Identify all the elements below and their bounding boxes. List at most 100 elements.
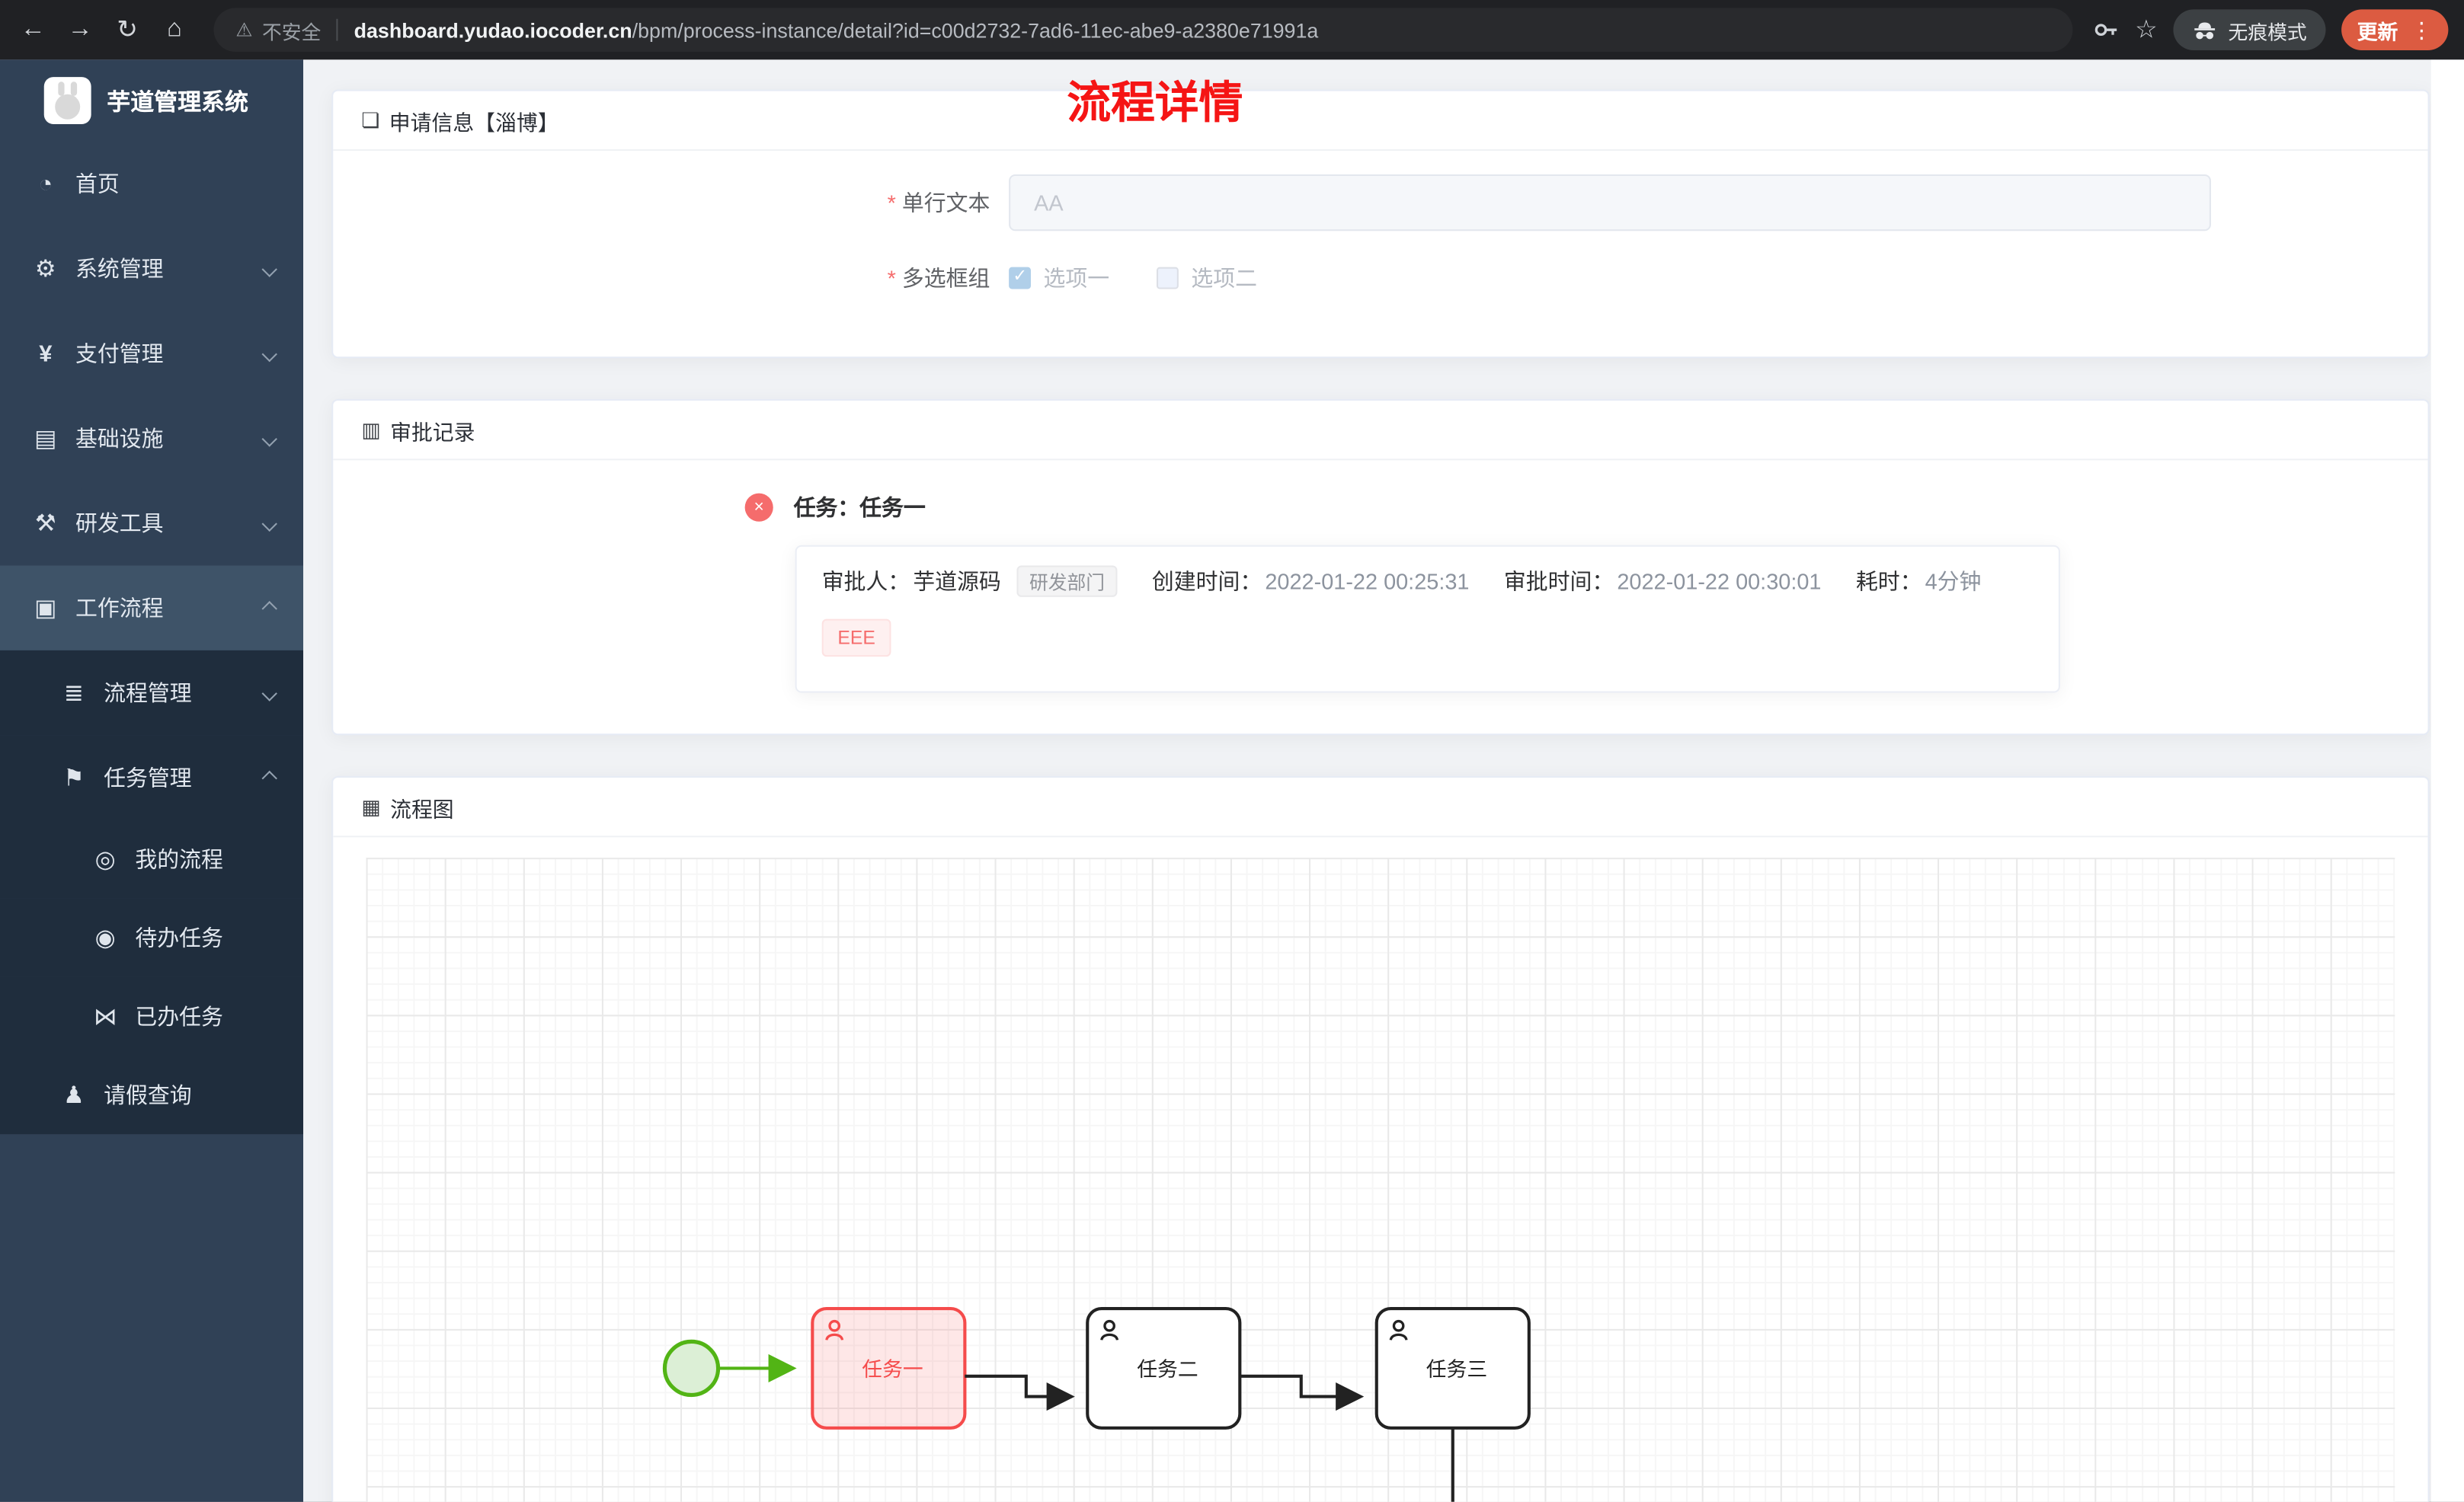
sidebar-item-process-mgmt[interactable]: 流程管理: [0, 650, 304, 736]
bpmn-diagram: 任务一 任务二: [662, 1307, 1531, 1502]
rejected-circle-icon: ×: [744, 493, 773, 522]
apply-info-card: 申请信息【淄博】 单行文本 AA 多选框组 选项一 选项二: [331, 89, 2430, 359]
done-task-icon: [91, 1002, 120, 1031]
approver-label: 审批人：: [821, 568, 910, 594]
sidebar-item-workflow[interactable]: 工作流程: [0, 565, 304, 650]
svg-text:任务二: 任务二: [1137, 1358, 1198, 1381]
diagram-icon: [361, 794, 380, 820]
update-label: 更新: [2357, 19, 2398, 43]
sidebar-item-payment-mgmt[interactable]: 支付管理: [0, 311, 303, 395]
reload-icon[interactable]: ↻: [117, 17, 138, 44]
checkbox-group: 选项一 选项二: [1009, 254, 1291, 302]
chevron-up-icon: [261, 599, 277, 616]
main-content: 流程详情 申请信息【淄博】 单行文本 AA 多选框组 选项: [303, 59, 2464, 1502]
document-icon: [361, 107, 379, 133]
bpmn-canvas[interactable]: 任务一 任务二: [366, 858, 2395, 1502]
my-process-icon: [91, 845, 120, 874]
address-bar[interactable]: ⚠ 不安全 dashboard.yudao.iocoder.cn /bpm/pr…: [213, 8, 2072, 53]
sidebar-item-infrastructure[interactable]: 基础设施: [0, 396, 303, 481]
dashboard-icon: [31, 171, 59, 197]
bpmn-flow-task1-to-task2: [965, 1374, 1075, 1411]
process-diagram-card-header: 流程图: [333, 778, 2428, 838]
yen-icon: [31, 340, 59, 367]
single-line-text-label: 单行文本: [333, 187, 1009, 218]
forward-icon[interactable]: →: [67, 15, 93, 43]
person-icon: [59, 1081, 88, 1109]
sidebar-item-leave-query[interactable]: 请假查询: [0, 1056, 304, 1135]
gear-icon: [31, 254, 59, 283]
checkbox-option-2[interactable]: [1157, 267, 1179, 289]
app-logo: [43, 77, 91, 124]
bpmn-task-2[interactable]: 任务二: [1086, 1307, 1242, 1430]
apply-info-card-header: 申请信息【淄博】: [333, 91, 2428, 151]
approval-records-card-header: 审批记录: [333, 401, 2428, 461]
sidebar-item-task-mgmt[interactable]: 任务管理: [0, 735, 304, 820]
browser-toolbar: ← → ↻ ⌂ ⚠ 不安全 dashboard.yudao.iocoder.cn…: [0, 0, 2464, 60]
back-icon[interactable]: ←: [20, 15, 46, 43]
duration-label: 耗时：: [1855, 568, 1922, 594]
home-icon[interactable]: ⌂: [166, 15, 182, 43]
chevron-down-icon: [261, 345, 277, 362]
app-title: 芋道管理系统: [107, 88, 248, 116]
task-branch-icon: [59, 763, 88, 791]
single-line-text-input[interactable]: AA: [1009, 174, 2211, 232]
chevron-down-icon: [261, 685, 277, 701]
scrollbar[interactable]: [2430, 59, 2464, 1502]
approved-label: 审批时间：: [1503, 568, 1614, 594]
url-host: dashboard.yudao.iocoder.cn: [354, 18, 632, 42]
user-task-icon: [1100, 1319, 1119, 1341]
chevron-down-icon: [261, 430, 277, 446]
bpmn-task-1[interactable]: 任务一: [811, 1307, 967, 1430]
bpmn-flow-task2-to-task3: [1240, 1374, 1365, 1411]
task-title: 任务：任务一: [793, 494, 926, 520]
workflow-icon: [31, 594, 59, 622]
todo-eye-icon: [91, 924, 120, 952]
approval-records-card: 审批记录 × 任务：任务一 审批人： 芋道源码 研发部门 创建时间： 2022-…: [331, 398, 2430, 736]
comment-tag: EEE: [821, 618, 891, 657]
user-task-icon: [1389, 1319, 1408, 1341]
sidebar-item-dev-tools[interactable]: 研发工具: [0, 481, 303, 565]
infrastructure-icon: [31, 424, 59, 452]
created-label: 创建时间：: [1151, 568, 1262, 594]
duration-value: 4分钟: [1925, 568, 1982, 594]
incognito-label: 无痕模式: [2228, 21, 2307, 43]
checkbox-group-label: 多选框组: [333, 262, 1009, 293]
sidebar-item-done-tasks[interactable]: 已办任务: [0, 976, 304, 1056]
sidebar-item-home[interactable]: 首页: [0, 142, 303, 226]
url-path: /bpm/process-instance/detail?id=c00d2732…: [632, 18, 1319, 42]
key-icon[interactable]: [2091, 16, 2119, 44]
bookmark-star-icon[interactable]: ☆: [2135, 17, 2158, 44]
sidebar-item-my-process[interactable]: 我的流程: [0, 820, 304, 899]
user-task-icon: [825, 1319, 844, 1341]
incognito-badge: 无痕模式: [2173, 9, 2326, 50]
app-logo-row[interactable]: 芋道管理系统: [0, 59, 303, 141]
sidebar-item-system-mgmt[interactable]: 系统管理: [0, 226, 303, 311]
omnibox-divider: [336, 18, 339, 41]
bpmn-start-event[interactable]: [662, 1339, 721, 1398]
sidebar-menu: 首页 系统管理 支付管理 基础设施: [0, 142, 304, 1135]
sidebar: 芋道管理系统 首页 系统管理 支付管理: [0, 59, 304, 1502]
created-time: 2022-01-22 00:25:31: [1265, 568, 1470, 594]
checkbox-option-1-label: 选项一: [1043, 265, 1110, 291]
update-button[interactable]: 更新 ⋮: [2341, 9, 2449, 50]
approver-name: 芋道源码: [913, 568, 1001, 594]
chevron-up-icon: [261, 769, 277, 786]
svg-text:任务三: 任务三: [1426, 1358, 1487, 1381]
checkbox-option-1[interactable]: [1009, 266, 1031, 289]
checkbox-option-2-label: 选项二: [1191, 265, 1257, 291]
menu-dots-icon[interactable]: ⋮: [2410, 16, 2433, 42]
record-icon: [361, 417, 380, 443]
sidebar-item-todo-tasks[interactable]: 待办任务: [0, 898, 304, 977]
security-label: 不安全: [261, 21, 322, 43]
bpmn-task-3[interactable]: 任务三: [1374, 1307, 1531, 1430]
dept-tag: 研发部门: [1016, 565, 1118, 597]
approval-detail-box: 审批人： 芋道源码 研发部门 创建时间： 2022-01-22 00:25:31…: [795, 545, 2060, 693]
chevron-down-icon: [261, 515, 277, 532]
process-diagram-card: 流程图: [331, 775, 2430, 1502]
chevron-down-icon: [261, 260, 277, 276]
svg-text:任务一: 任务一: [862, 1358, 923, 1381]
process-list-icon: [59, 679, 88, 707]
incognito-spy-icon: [2192, 20, 2217, 40]
tools-icon: [31, 509, 59, 537]
